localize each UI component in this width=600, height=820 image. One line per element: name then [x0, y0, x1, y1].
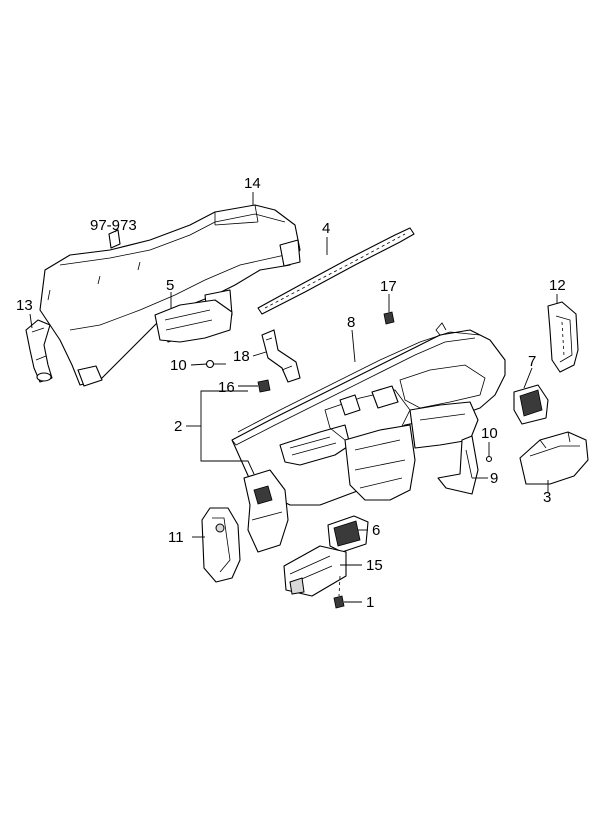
callout-10-right: 10 — [481, 425, 498, 442]
part-11-side-cover — [201, 507, 241, 583]
part-10-screw-left — [205, 359, 226, 369]
callout-9: 9 — [490, 470, 498, 487]
part-17-clip — [383, 311, 395, 325]
part-15-module — [283, 545, 347, 597]
part-2-lower-panel — [243, 469, 289, 553]
part-7-side-vent — [513, 384, 549, 425]
callout-3: 3 — [543, 489, 551, 506]
part-10-screw-right — [485, 442, 493, 463]
part-6-center-vent — [327, 515, 369, 553]
part-3-lower-cover — [519, 431, 589, 485]
callout-2: 2 — [174, 418, 182, 435]
callout-1: 1 — [366, 594, 374, 611]
callout-18: 18 — [233, 348, 250, 365]
callout-6: 6 — [372, 522, 380, 539]
callout-14: 14 — [244, 175, 261, 192]
callout-12: 12 — [549, 277, 566, 294]
callout-11: 11 — [168, 529, 184, 546]
callout-7: 7 — [528, 353, 536, 370]
callout-5: 5 — [166, 277, 174, 294]
callout-labels: 14 97-973 4 5 13 17 12 8 10 18 16 7 2 10… — [16, 175, 566, 611]
callout-17: 17 — [380, 278, 397, 295]
callout-10-left: 10 — [170, 357, 187, 374]
leader-lines — [29, 192, 558, 603]
callout-8: 8 — [347, 314, 355, 331]
part-5-center-duct — [154, 299, 233, 343]
center-stack-frame — [344, 401, 479, 501]
part-16-nut — [257, 379, 271, 393]
part-18-bracket — [261, 329, 301, 383]
callout-13: 13 — [16, 297, 33, 314]
part-1-nut — [333, 575, 345, 609]
part-12-side-panel — [547, 301, 579, 373]
part-8-crash-pad — [231, 322, 506, 506]
callout-15: 15 — [366, 557, 383, 574]
callout-4: 4 — [322, 220, 330, 237]
callout-16: 16 — [218, 379, 235, 396]
part-13-side-duct — [25, 319, 53, 383]
callout-97-973: 97-973 — [90, 217, 137, 234]
part-9-bracket — [437, 435, 479, 495]
part-4-defroster-strip — [257, 227, 415, 315]
